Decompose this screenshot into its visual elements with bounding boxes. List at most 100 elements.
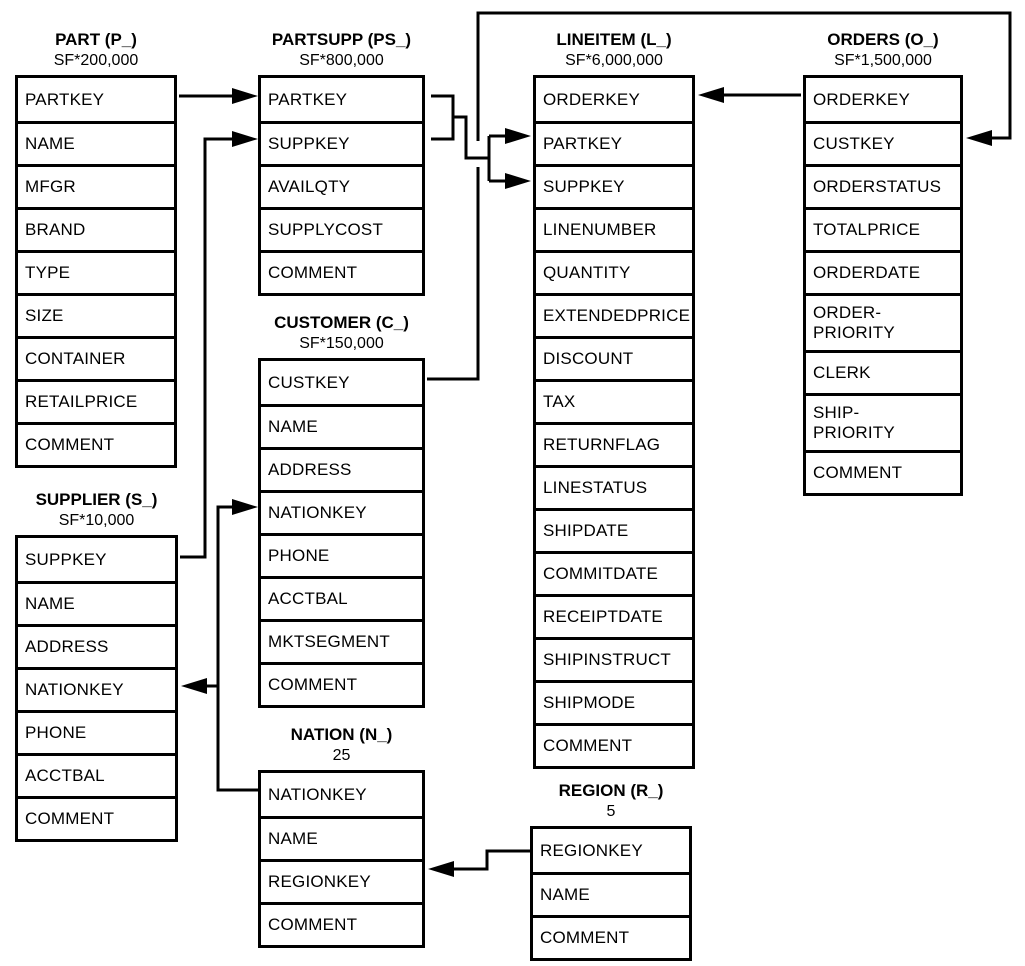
table-row-orders-totalprice: TOTALPRICE [806, 207, 960, 250]
table-row-lineitem-tax: TAX [536, 379, 692, 422]
table-row-region-comment: COMMENT [533, 915, 689, 958]
table-title: NATION (N_) [290, 725, 393, 744]
table-row-customer-custkey: CUSTKEY [261, 361, 422, 404]
connector-region-regionkey-to-nation-regionkey [452, 849, 532, 871]
table-row-supplier-acctbal: ACCTBAL [18, 753, 175, 796]
arrowhead-icon-region-regionkey-to-nation-regionkey [428, 861, 454, 877]
table-row-customer-name: NAME [261, 404, 422, 447]
table-row-region-regionkey: REGIONKEY [533, 829, 689, 872]
table-cardinality: 5 [606, 803, 616, 820]
table-cardinality: SF*6,000,000 [565, 52, 663, 69]
table-cardinality: SF*150,000 [299, 335, 384, 352]
table-row-orders-clerk: CLERK [806, 350, 960, 393]
table-row-supplier-nationkey: NATIONKEY [18, 667, 175, 710]
table-row-lineitem-partkey: PARTKEY [536, 121, 692, 164]
table-cardinality: SF*200,000 [53, 52, 139, 69]
table-row-supplier-name: NAME [18, 581, 175, 624]
arrowhead-icon-nation-nationkey-to-customer-and-supplier [232, 499, 258, 515]
table-title: REGION (R_) [558, 781, 664, 800]
arrowhead-icon-orders-orderkey-to-lineitem-orderkey [698, 87, 724, 103]
table-cardinality: SF*800,000 [299, 52, 384, 69]
table-row-lineitem-linenumber: LINENUMBER [536, 207, 692, 250]
table-title: CUSTOMER (C_) [274, 313, 409, 332]
table-row-orders-comment: COMMENT [806, 450, 960, 493]
table-row-orders-orderkey: ORDERKEY [806, 78, 960, 121]
table-row-supplier-comment: COMMENT [18, 796, 175, 839]
table-row-supplier-address: ADDRESS [18, 624, 175, 667]
table-row-lineitem-linestatus: LINESTATUS [536, 465, 692, 508]
connector-partsupp-keys-to-lineitem-keys [431, 94, 455, 141]
table-cardinality: SF*1,500,000 [834, 52, 932, 69]
table-row-customer-address: ADDRESS [261, 447, 422, 490]
table-title: ORDERS (O_) [827, 30, 939, 49]
table-row-lineitem-extendedprice: EXTENDEDPRICE [536, 293, 692, 336]
arrowhead-icon-partsupp-keys-to-lineitem-keys [505, 173, 531, 189]
arrowhead-icon-customer-custkey-to-orders-custkey [966, 130, 992, 146]
table-row-orders-orderstatus: ORDERSTATUS [806, 164, 960, 207]
table-row-orders-custkey: CUSTKEY [806, 121, 960, 164]
connector-partsupp-keys-to-lineitem-keys [453, 115, 489, 160]
table-row-partsupp-partkey: PARTKEY [261, 78, 422, 121]
table-row-customer-mktsegment: MKTSEGMENT [261, 619, 422, 662]
table-cardinality: SF*10,000 [58, 512, 135, 529]
table-row-customer-phone: PHONE [261, 533, 422, 576]
table-row-orders-orderdate: ORDERDATE [806, 250, 960, 293]
table-row-lineitem-comment: COMMENT [536, 723, 692, 766]
table-row-part-container: CONTAINER [18, 336, 174, 379]
table-row-region-name: NAME [533, 872, 689, 915]
table-row-lineitem-returnflag: RETURNFLAG [536, 422, 692, 465]
table-row-part-name: NAME [18, 121, 174, 164]
connector-customer-custkey-to-orders-custkey [427, 167, 480, 381]
table-row-partsupp-supplycost: SUPPLYCOST [261, 207, 422, 250]
table-title: LINEITEM (L_) [556, 30, 672, 49]
table-row-part-comment: COMMENT [18, 422, 174, 465]
table-row-customer-comment: COMMENT [261, 662, 422, 705]
table-row-nation-nationkey: NATIONKEY [261, 773, 422, 816]
table-row-nation-regionkey: REGIONKEY [261, 859, 422, 902]
table-row-part-brand: BRAND [18, 207, 174, 250]
table-title: PARTSUPP (PS_) [271, 30, 412, 49]
table-row-customer-nationkey: NATIONKEY [261, 490, 422, 533]
table-row-part-retailprice: RETAILPRICE [18, 379, 174, 422]
table-row-partsupp-suppkey: SUPPKEY [261, 121, 422, 164]
table-row-lineitem-orderkey: ORDERKEY [536, 78, 692, 121]
table-row-partsupp-availqty: AVAILQTY [261, 164, 422, 207]
arrowhead-icon-supplier-suppkey-to-partsupp-suppkey [232, 131, 258, 147]
table-row-lineitem-quantity: QUANTITY [536, 250, 692, 293]
table-row-customer-acctbal: ACCTBAL [261, 576, 422, 619]
connector-supplier-suppkey-to-partsupp-suppkey [180, 137, 236, 559]
table-title: PART (P_) [55, 30, 137, 49]
table-row-nation-name: NAME [261, 816, 422, 859]
table-row-lineitem-shipdate: SHIPDATE [536, 508, 692, 551]
table-row-nation-comment: COMMENT [261, 902, 422, 945]
table-row-lineitem-discount: DISCOUNT [536, 336, 692, 379]
arrowhead-icon-partsupp-keys-to-lineitem-keys [505, 128, 531, 144]
table-row-orders-ship-priority: SHIP- PRIORITY [806, 393, 960, 450]
table-row-orders-order-priority: ORDER- PRIORITY [806, 293, 960, 350]
table-cardinality: 25 [332, 747, 351, 764]
table-row-lineitem-receiptdate: RECEIPTDATE [536, 594, 692, 637]
table-row-lineitem-shipinstruct: SHIPINSTRUCT [536, 637, 692, 680]
table-row-part-type: TYPE [18, 250, 174, 293]
arrowhead-icon-nation-nationkey-to-customer-and-supplier [181, 678, 207, 694]
table-row-lineitem-shipmode: SHIPMODE [536, 680, 692, 723]
arrowhead-icon-part-partkey-to-partsupp-partkey [232, 88, 258, 104]
table-row-part-mfgr: MFGR [18, 164, 174, 207]
table-row-part-partkey: PARTKEY [18, 78, 174, 121]
connector-nation-nationkey-to-customer-and-supplier [216, 505, 260, 792]
